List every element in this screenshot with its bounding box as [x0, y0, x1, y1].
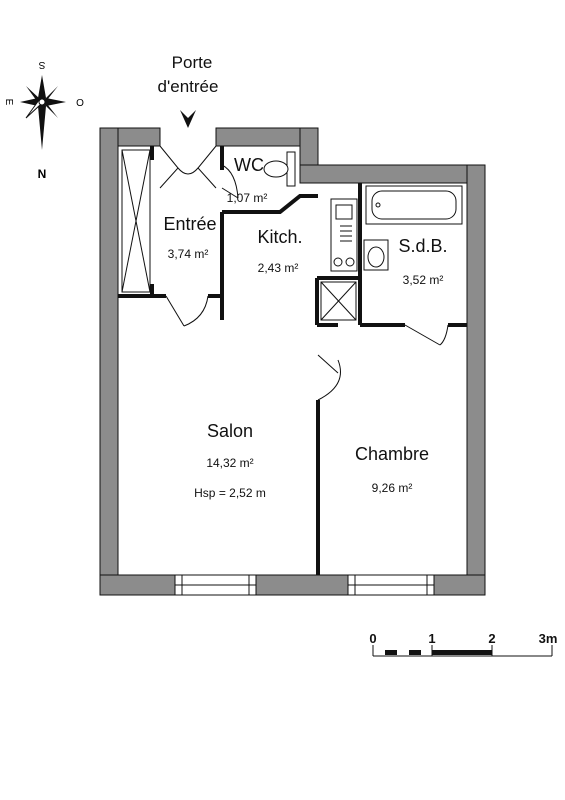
wc-area: 1,07 m² [227, 191, 268, 205]
chambre-area: 9,26 m² [372, 481, 413, 495]
sdb-area: 3,52 m² [403, 273, 444, 287]
kitchen-unit [330, 198, 358, 272]
compass-west-label: O [76, 98, 84, 109]
shower-icon [320, 281, 357, 321]
salon-height: Hsp = 2,52 m [194, 486, 266, 500]
exterior-walls [99, 127, 486, 596]
compass-south-label: S [38, 59, 45, 70]
salon-name: Salon [207, 421, 253, 441]
windows [174, 574, 435, 596]
wc-name: WC [234, 155, 264, 175]
compass-north-label: N [38, 167, 47, 181]
entry-closet [121, 149, 151, 293]
entree-name: Entrée [163, 214, 216, 234]
scale-label-2: 2 [488, 631, 495, 646]
bathtub-icon [365, 185, 463, 225]
sdb-name: S.d.B. [398, 236, 447, 256]
scale-label-0: 0 [369, 631, 376, 646]
entree-area: 3,74 m² [168, 247, 209, 261]
entrance-label-line1: Porte [172, 53, 213, 72]
interior-walls [118, 146, 467, 575]
compass-east-label: E [3, 99, 14, 106]
salon-area: 14,32 m² [206, 456, 253, 470]
scale-label-3: 3m [539, 631, 558, 646]
chambre-name: Chambre [355, 444, 429, 464]
entrance-arrow-icon [180, 110, 196, 128]
kitchen-area: 2,43 m² [258, 261, 299, 275]
compass-rose: S E O N [3, 59, 84, 181]
kitchen-name: Kitch. [257, 227, 302, 247]
sink-icon [363, 239, 389, 271]
doors [159, 145, 449, 401]
entrance-label-line2: d'entrée [158, 77, 219, 96]
scale-bar: 0 1 2 3m [369, 631, 558, 657]
scale-label-1: 1 [428, 631, 435, 646]
toilet-icon [263, 151, 296, 187]
